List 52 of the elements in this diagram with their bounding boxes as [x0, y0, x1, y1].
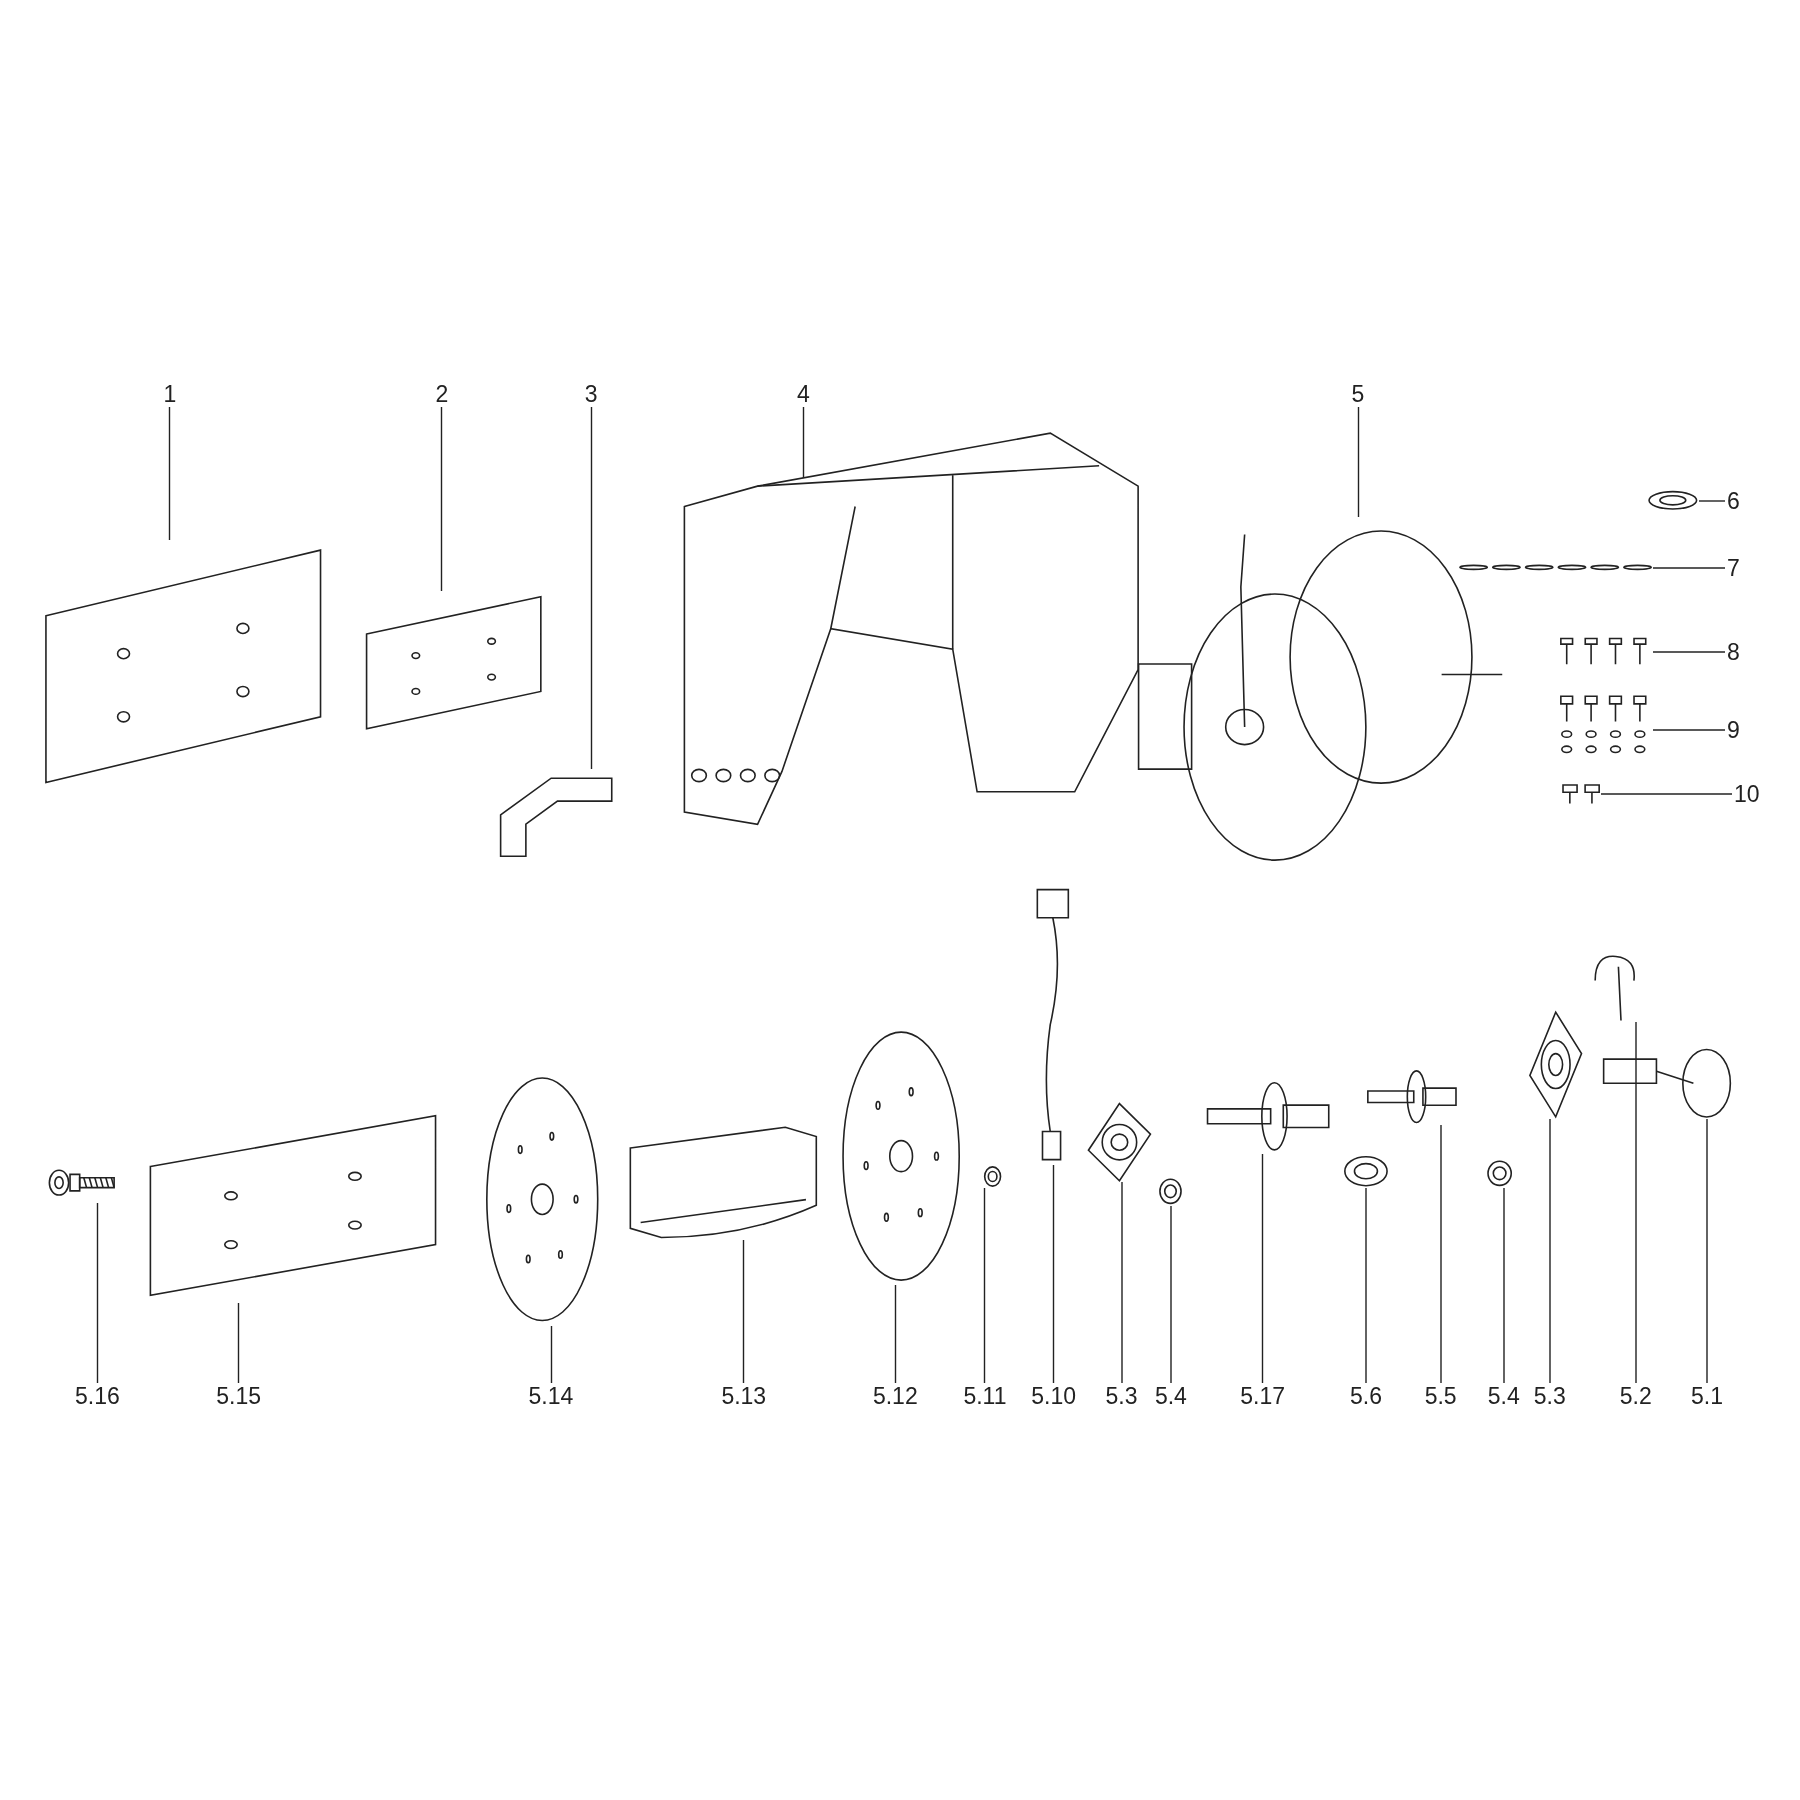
callout-number: 5.14	[528, 1382, 574, 1409]
leader-line	[96, 1202, 99, 1384]
callout-number: 2	[435, 380, 449, 407]
leader-line	[1357, 406, 1360, 518]
callout-number: 5.3	[1533, 1382, 1566, 1409]
leader-line	[440, 406, 443, 592]
callout-number: 3	[584, 380, 598, 407]
callout-number: 5.6	[1350, 1382, 1383, 1409]
callout-number: 5.4	[1154, 1382, 1187, 1409]
callout-number: 5.15	[216, 1382, 262, 1409]
leader-line	[1652, 729, 1726, 731]
leader-line	[802, 406, 805, 479]
callout-number: 5.12	[872, 1382, 918, 1409]
leader-line	[1706, 1118, 1708, 1384]
callout-number: 5.1	[1691, 1382, 1723, 1409]
leader-line	[1549, 1118, 1551, 1384]
callout-number: 5	[1351, 380, 1365, 407]
callout-number: 5.17	[1240, 1382, 1285, 1409]
leader-line	[1652, 651, 1726, 653]
callout-number: 5.13	[721, 1382, 767, 1409]
callout-number: 10	[1734, 781, 1760, 808]
leader-line	[1121, 1181, 1123, 1384]
callout-number: 5.2	[1619, 1382, 1652, 1409]
callout-number: 5.16	[75, 1382, 120, 1409]
callout-number: 9	[1727, 717, 1740, 744]
callout-number: 6	[1727, 487, 1740, 514]
callout-number: 8	[1727, 639, 1740, 666]
leader-line	[1503, 1187, 1505, 1384]
leader-line	[1261, 1153, 1264, 1384]
leader-line	[168, 406, 171, 541]
callout-number: 4	[797, 380, 810, 407]
callout-number: 5.4	[1487, 1382, 1520, 1409]
leader-line	[1052, 1164, 1055, 1384]
callout-number: 5.10	[1031, 1382, 1077, 1409]
leader-line	[894, 1284, 897, 1384]
callout-number: 7	[1727, 555, 1740, 582]
callout-number: 1	[163, 380, 177, 407]
callout-number: 5.11	[963, 1382, 1007, 1409]
leader-line	[1365, 1187, 1367, 1384]
leader-line	[1170, 1205, 1172, 1384]
leader-line	[1635, 1021, 1637, 1384]
leader-line	[1600, 793, 1733, 795]
leader-line	[590, 406, 593, 770]
leader-line	[983, 1187, 986, 1384]
leader-line	[550, 1325, 553, 1384]
leader-line	[1652, 567, 1726, 569]
leader-line	[1698, 500, 1726, 502]
callout-number: 5.5	[1424, 1382, 1457, 1409]
leader-line	[1440, 1124, 1442, 1384]
leader-line	[237, 1302, 240, 1384]
callout-number: 5.3	[1105, 1382, 1138, 1409]
leader-line	[742, 1239, 745, 1384]
